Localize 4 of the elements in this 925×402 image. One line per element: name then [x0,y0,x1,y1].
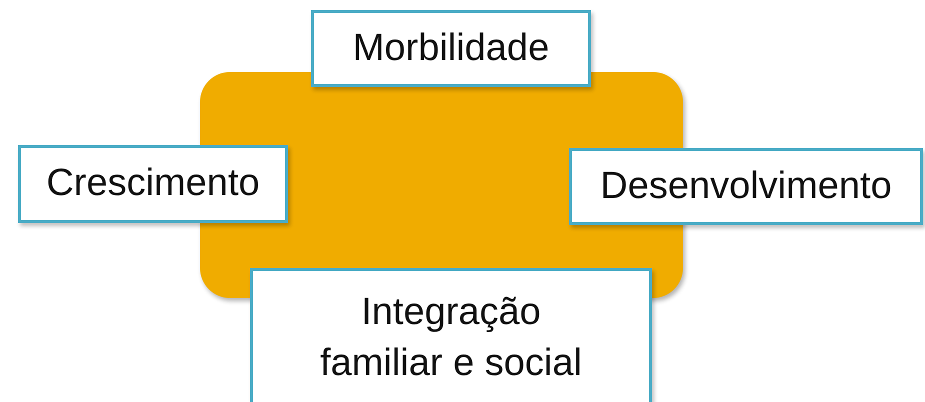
text-box: Desenvolvimento [569,148,923,225]
text-box: Morbilidade [311,10,591,87]
text-box: Crescimento [18,145,288,223]
text-box: Integração familiar e social [250,268,652,402]
